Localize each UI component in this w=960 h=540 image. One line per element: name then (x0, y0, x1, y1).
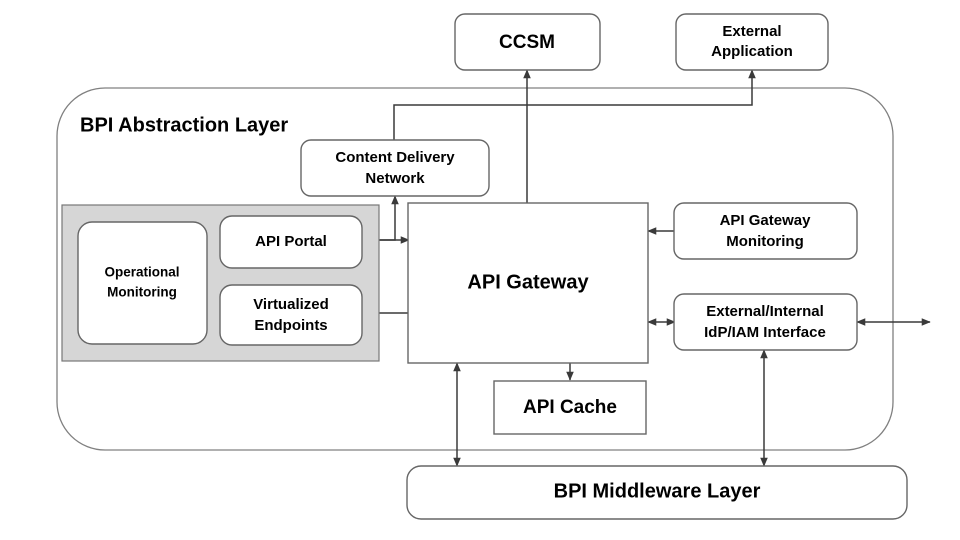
node-api-gateway[interactable] (407, 202, 649, 364)
node-operational-monitoring[interactable] (77, 221, 208, 345)
node-api-gateway-monitoring-label-line2: Monitoring (726, 233, 803, 250)
node-operational-monitoring-label-line2: Monitoring (107, 285, 177, 300)
node-api-gateway-monitoring-label-line1: API Gateway (720, 212, 812, 229)
node-api-portal[interactable] (219, 215, 363, 269)
node-bpi-middleware-layer-label: BPI Middleware Layer (554, 480, 761, 502)
node-idp-iam-interface-label-line2: IdP/IAM Interface (704, 324, 826, 341)
node-external-application[interactable] (675, 13, 829, 71)
node-idp-iam-interface-label-line1: External/Internal (706, 303, 824, 320)
node-idp-iam-interface[interactable] (673, 293, 858, 351)
node-virtualized-endpoints[interactable] (219, 284, 363, 346)
node-ccsm-label: CCSM (499, 32, 555, 53)
connector-cdn-to-external-application (393, 69, 756, 148)
node-external-application-label-line2: Application (711, 43, 793, 60)
node-cdn-label-line1: Content Delivery (335, 149, 455, 166)
node-api-gateway-monitoring[interactable] (673, 202, 858, 260)
node-api-gateway-label: API Gateway (467, 271, 589, 293)
node-ccsm[interactable] (454, 13, 601, 71)
node-cdn-label-line2: Network (365, 170, 425, 187)
node-bpi-middleware-layer[interactable] (406, 465, 908, 520)
node-content-delivery-network[interactable] (300, 139, 490, 197)
node-virtualized-endpoints-label-line1: Virtualized (253, 296, 329, 313)
node-api-cache[interactable] (493, 380, 647, 435)
node-external-application-label-line1: External (722, 23, 781, 40)
node-virtualized-endpoints-label-line2: Endpoints (254, 317, 327, 334)
bpi-abstraction-layer-title: BPI Abstraction Layer (80, 114, 288, 136)
node-operational-monitoring-label-line1: Operational (104, 265, 179, 280)
node-api-cache-label: API Cache (523, 397, 617, 418)
node-api-portal-label: API Portal (255, 233, 327, 250)
